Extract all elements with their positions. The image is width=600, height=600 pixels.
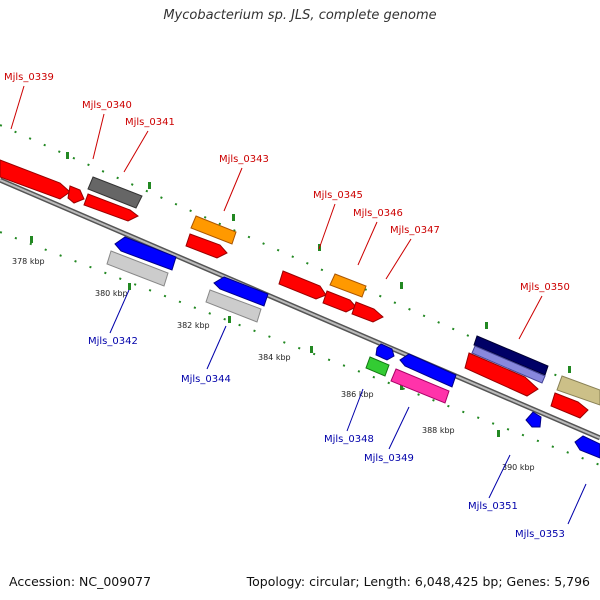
gene-mjls-0339b[interactable] [67,185,85,204]
gene-mjls-0350[interactable] [464,352,539,397]
gene-mjls-0341[interactable] [83,193,139,222]
lower-tick-track [0,231,600,466]
gene-label-top[interactable]: Mjls_0346 [353,208,403,219]
gene-mjls-0352[interactable] [550,392,589,419]
gene-mjls-0346[interactable] [322,290,357,313]
gene-small-blue[interactable] [375,343,395,361]
gene-label-bottom[interactable]: Mjls_0342 [88,336,138,347]
gene-mjls-0350-purple[interactable] [471,345,546,384]
gene-label-bottom[interactable]: Mjls_0349 [364,453,414,464]
gene-label-top[interactable]: Mjls_0345 [313,190,363,201]
gene-mjls-0339[interactable] [0,159,71,200]
gene-mjls-0343[interactable] [185,233,228,259]
gene-label-bottom[interactable]: Mjls_0353 [515,529,565,540]
bottom-leader-lines [109,289,587,525]
gene-mjls-0344-blue[interactable] [213,276,269,307]
gene-mjls-0353[interactable] [574,435,600,459]
gene-mjls-0348[interactable] [365,356,390,377]
genome-summary-text: Topology: circular; Length: 6,048,425 bp… [246,574,590,589]
kbp-label: 386 kbp [341,390,374,399]
gene-label-top[interactable]: Mjls_0341 [125,117,175,128]
kbp-label: 378 kbp [12,257,45,266]
gene-mjls-0349-blue[interactable] [399,353,457,388]
kbp-label: 390 kbp [502,463,535,472]
gene-label-bottom[interactable]: Mjls_0344 [181,374,231,385]
gene-mjls-0342[interactable] [106,250,169,287]
genome-backbone-highlight [0,179,600,439]
top-leader-lines [10,85,543,340]
kbp-label: 382 kbp [177,321,210,330]
map-title: Mycobacterium sp. JLS, complete genome [163,8,437,23]
gene-mjls-0346-orange[interactable] [329,273,367,298]
gene-label-bottom[interactable]: Mjls_0351 [468,501,518,512]
kbp-label: 380 kbp [95,289,128,298]
gene-mjls-0343-orange[interactable] [190,215,237,245]
accession-text: Accession: NC_009077 [9,574,152,589]
gene-label-top[interactable]: Mjls_0339 [4,72,54,83]
gene-mjls-0349[interactable] [390,368,450,404]
gene-mjls-0345[interactable] [278,270,327,300]
gene-mjls-0350-navy[interactable] [473,335,549,376]
gene-mjls-0340[interactable] [87,176,143,209]
gene-mjls-0347[interactable] [351,301,384,323]
gene-label-top[interactable]: Mjls_0343 [219,154,269,165]
gene-mjls-0342-blue[interactable] [114,236,177,271]
gene-label-bottom[interactable]: Mjls_0348 [324,434,374,445]
gene-mjls-0344[interactable] [205,289,262,323]
gene-khaki[interactable] [556,375,600,406]
kbp-label: 384 kbp [258,353,291,362]
gene-label-top[interactable]: Mjls_0340 [82,100,132,111]
gene-label-top[interactable]: Mjls_0350 [520,282,570,293]
kbp-label: 388 kbp [422,426,455,435]
gene-mjls-0351[interactable] [525,411,542,428]
gene-label-top[interactable]: Mjls_0347 [390,225,440,236]
